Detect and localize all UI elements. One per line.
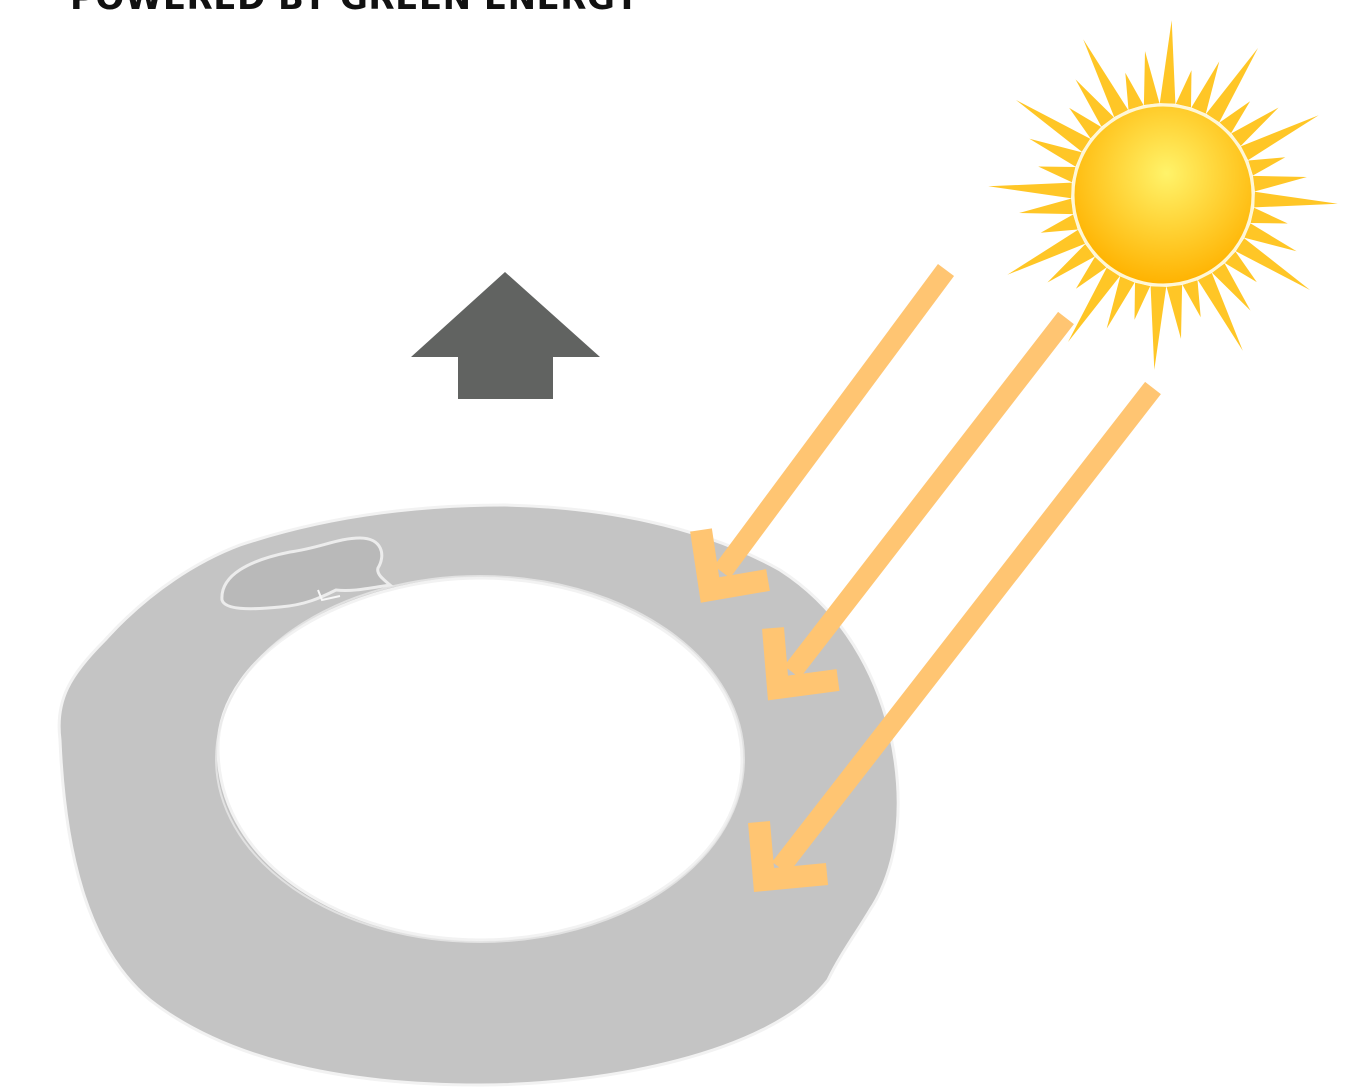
sun-ray <box>1075 256 1107 289</box>
sun-ray <box>1134 282 1151 320</box>
sun-ray <box>1253 175 1307 192</box>
sun-ray <box>1224 251 1257 283</box>
sun-ray <box>1244 223 1297 252</box>
sun-ray <box>1047 244 1095 283</box>
sun-beams <box>690 264 1161 893</box>
sun-ray <box>1159 20 1176 104</box>
sun-ray <box>1235 238 1310 290</box>
sun-ray <box>1248 157 1286 176</box>
sun-ray <box>1068 267 1120 342</box>
sun-ray <box>1143 51 1160 105</box>
sun-ray <box>1166 285 1183 339</box>
sun-ray <box>1182 280 1201 318</box>
sun-icon <box>988 20 1338 370</box>
up-arrow-icon <box>411 272 600 399</box>
sun-ray <box>1206 48 1258 123</box>
sun-ray <box>1231 107 1279 146</box>
sun-ray <box>1219 101 1251 134</box>
sun-ray <box>1106 276 1135 329</box>
sun-ray <box>1083 39 1129 117</box>
sun-ray <box>1040 214 1078 233</box>
headline: POWERED BY GREEN ENERGY <box>70 0 640 18</box>
sun-ray <box>1212 263 1251 311</box>
sun-ray <box>1191 61 1220 114</box>
sun-ray <box>1069 107 1102 139</box>
sun-ray <box>1075 79 1114 127</box>
sun-ray <box>1150 286 1167 370</box>
sun-ray <box>1250 207 1288 224</box>
sun-ray <box>1007 229 1085 275</box>
sun-beam-arrow <box>748 381 1161 893</box>
sun-ray <box>1019 198 1073 215</box>
sun-ray <box>1016 100 1091 152</box>
sun-ray <box>1125 72 1144 110</box>
sun-beam-arrow <box>690 264 955 603</box>
sun-ray <box>1254 191 1338 208</box>
sun-ray <box>1038 166 1076 183</box>
sun-ray <box>1029 138 1082 167</box>
sun-ray <box>988 182 1072 199</box>
sun-ray <box>1175 70 1192 108</box>
droplet-icon <box>220 536 394 611</box>
sun-beam-arrow <box>762 311 1074 701</box>
sun-ray <box>1197 273 1243 351</box>
solar-ring <box>57 503 900 1087</box>
sun-ray <box>1241 115 1319 161</box>
